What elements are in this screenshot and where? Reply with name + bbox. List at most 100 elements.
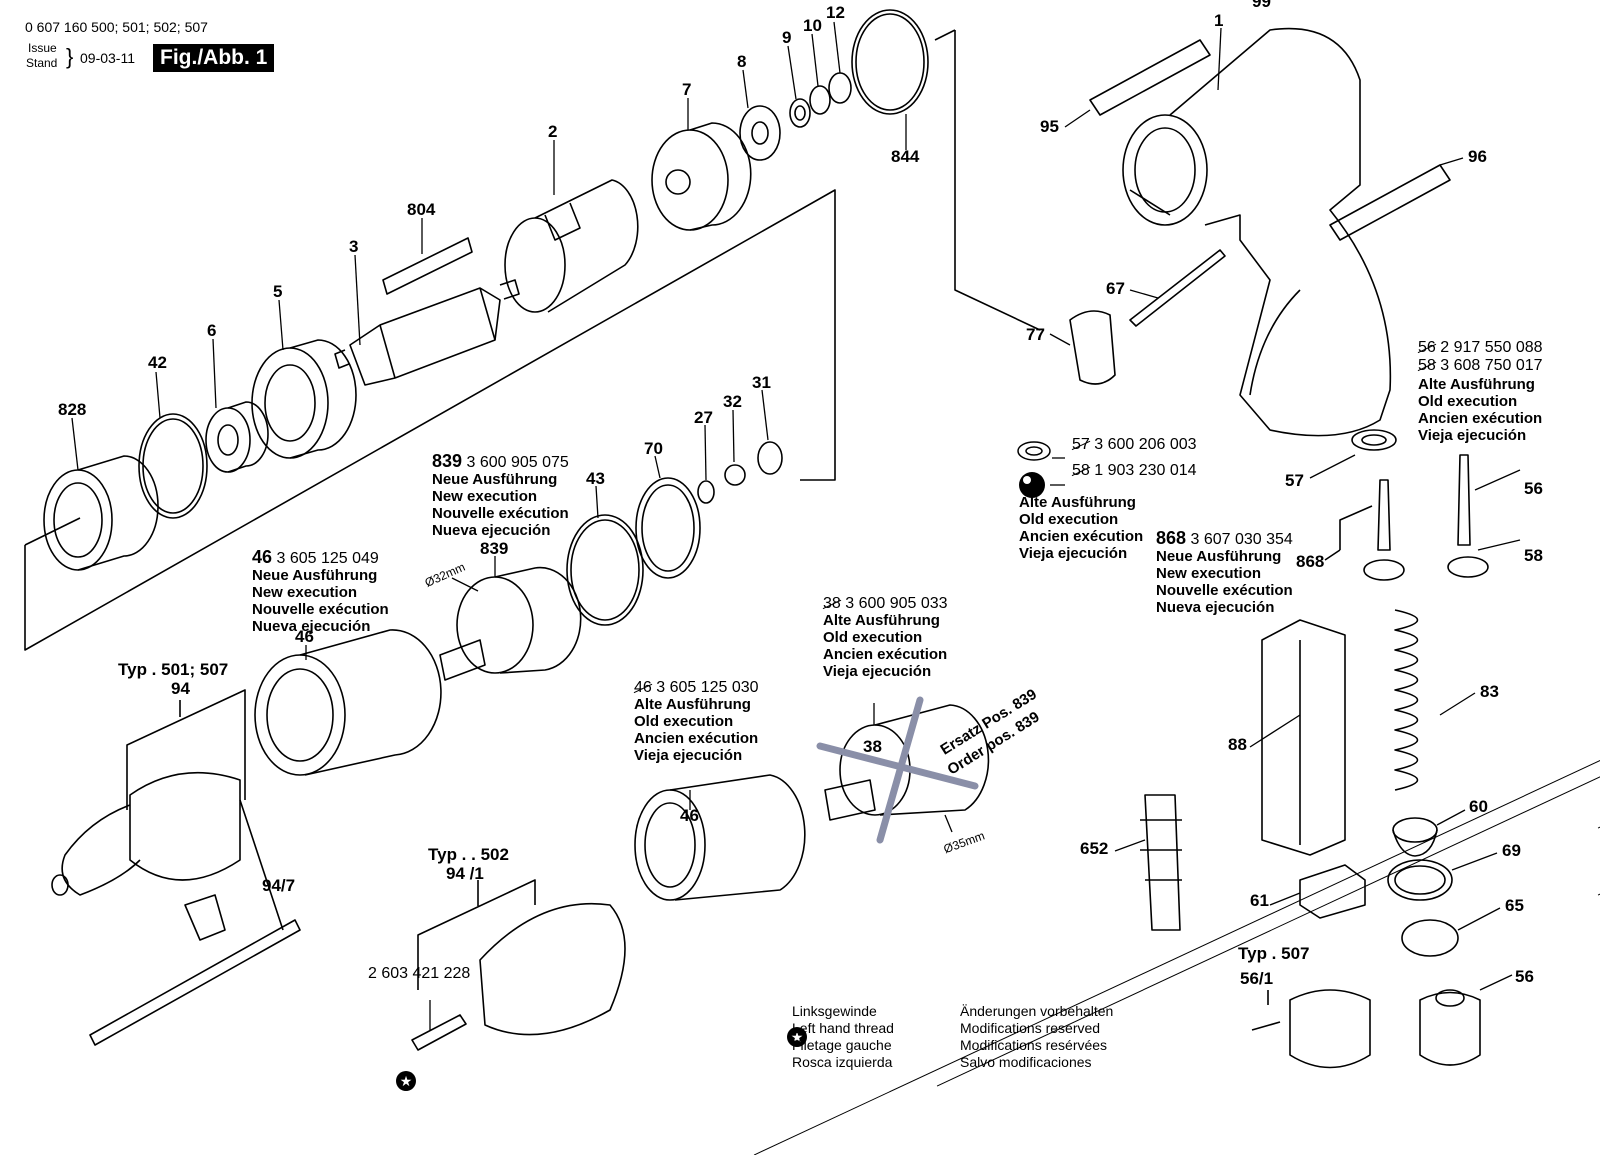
callout-57-58-line: Old execution: [1019, 511, 1119, 528]
part-57: 57: [1285, 471, 1304, 490]
part-828-ring-gear: [43, 455, 159, 571]
part-42-oring: [138, 413, 208, 519]
part-839: 839: [480, 539, 509, 558]
callout-46-old-line: Ancien exécution: [634, 730, 759, 747]
callout-38-line: Old execution: [823, 629, 923, 646]
callout-46-old-line: Alte Ausführung: [634, 696, 751, 713]
part-844: 844: [891, 147, 920, 166]
part-5: 5: [273, 282, 283, 301]
callout-57-58-line: Ancien exécution: [1019, 528, 1144, 545]
part-56: 56: [1515, 967, 1534, 986]
stand-label: Stand: [26, 56, 58, 70]
part-43: 43: [586, 469, 605, 488]
part-652: 652: [1080, 839, 1109, 858]
callout-46-old-line: Vieja ejecución: [634, 747, 743, 764]
part-27: 27: [694, 408, 713, 427]
issue-brace: }: [66, 44, 74, 69]
callout-56-58-line: Ancien exécution: [1418, 410, 1543, 427]
part-94-7: 94/7: [262, 876, 296, 895]
part-95: 95: [1040, 117, 1059, 136]
callout-58-code: 1 903 230 014: [1094, 462, 1197, 479]
part-42: 42: [148, 353, 167, 372]
part-94-1: 94 /1: [446, 864, 484, 883]
part-1: 1: [1214, 11, 1224, 30]
callout-56-58-old: Alte Ausführung Old execution Ancien exé…: [1418, 376, 1542, 444]
part-8: 8: [737, 52, 747, 71]
part-46: 46: [295, 627, 314, 646]
left-thread-note: Linksgewinde Left hand thread Filetage g…: [792, 1003, 894, 1071]
part-2: 2: [548, 122, 558, 141]
part-83: 83: [1480, 682, 1499, 701]
callout-56-58-line: Old execution: [1418, 393, 1518, 410]
callout-839-line: Neue Ausführung: [432, 471, 558, 488]
callout-46-code: 3 605 125 049: [276, 550, 379, 567]
callout-57-num: 57: [1072, 436, 1090, 453]
callout-56-58-line: Alte Ausführung: [1418, 376, 1535, 393]
left-thread-line: Linksgewinde: [792, 1003, 877, 1019]
typ-501-507-label: Typ . 501; 507: [118, 660, 229, 679]
left-thread-line: Left hand thread: [792, 1020, 894, 1036]
callout-38-num: 38: [823, 595, 841, 612]
modifications-line: Modifications reserved: [960, 1020, 1101, 1036]
issue-label: Issue: [28, 41, 57, 55]
callout-839-line: Nouvelle exécution: [432, 505, 569, 522]
callout-46-line: New execution: [252, 584, 358, 601]
callout-868-line: New execution: [1156, 565, 1262, 582]
callout-46-old-code: 3 605 125 030: [656, 679, 759, 696]
screw-part-code: 2 603 421 228: [368, 965, 471, 982]
part-67: 67: [1106, 279, 1125, 298]
callout-839-code: 3 600 905 075: [466, 454, 569, 471]
part-868: 868: [1296, 552, 1325, 571]
exploded-parts-diagram: ★ ★ 0 607 160 500; 501; 502; 507 Issue S…: [0, 0, 1600, 1107]
callout-58-num: 58: [1072, 462, 1090, 479]
modifications-line: Änderungen vorbehalten: [960, 1003, 1114, 1019]
part-31: 31: [752, 373, 771, 392]
figure-label: Fig./Abb. 1: [153, 44, 275, 72]
svg-text:★: ★: [791, 1030, 804, 1046]
drawing-lines: ★ ★: [24, 9, 1521, 1091]
callout-46: 46 3 605 125 049 Neue Ausführung New exe…: [252, 548, 389, 635]
typ-502-label: Typ . . 502: [428, 845, 509, 864]
svg-text:★: ★: [400, 1074, 413, 1090]
part-1-housing: [1122, 27, 1392, 437]
callout-46-line: Nouvelle exécution: [252, 601, 389, 618]
part-96: 96: [1468, 147, 1487, 166]
callout-46-old-num: 46: [634, 679, 652, 696]
part-828: 828: [58, 400, 87, 419]
callout-56-top-code: 2 917 550 088: [1440, 339, 1543, 356]
part-99: 99: [1252, 0, 1271, 11]
part-38-old: 38: [863, 738, 1600, 755]
callout-839-line: Nueva ejecución: [432, 522, 551, 539]
part-56-old: 56: [1524, 480, 1600, 497]
part-69: 69: [1502, 841, 1521, 860]
callout-868-num: 868: [1156, 528, 1187, 548]
part-77: 77: [1026, 325, 1045, 344]
callout-46-num: 46: [252, 547, 273, 567]
callout-38-line: Vieja ejecución: [823, 663, 932, 680]
callout-868-line: Nueva ejecución: [1156, 599, 1275, 616]
washer-icon: [1017, 441, 1051, 461]
callout-38: 38 3 600 905 033 Alte Ausführung Old exe…: [823, 595, 948, 681]
part-9: 9: [782, 28, 792, 47]
bullet-ball-icon: [1019, 472, 1045, 498]
callout-46-line: Nueva ejecución: [252, 618, 371, 635]
model-numbers: 0 607 160 500; 501; 502; 507: [25, 19, 208, 35]
part-56-1: 56/1: [1240, 969, 1274, 988]
typ-507-label: Typ . 507: [1238, 944, 1310, 963]
callout-46-old-line: Old execution: [634, 713, 734, 730]
part-6: 6: [207, 321, 217, 340]
star-circle-icon: ★: [396, 1071, 416, 1091]
callout-38-line: Ancien exécution: [823, 646, 948, 663]
left-thread-line: Rosca izquierda: [792, 1054, 893, 1070]
modifications-note: Änderungen vorbehalten Modifications res…: [960, 1003, 1113, 1071]
part-12: 12: [826, 3, 845, 22]
callout-868-code: 3 607 030 354: [1190, 531, 1293, 548]
callout-56-58-line: Vieja ejecución: [1418, 427, 1527, 444]
callout-839: 839 3 600 905 075 Neue Ausführung New ex…: [432, 452, 569, 539]
part-46-old: 46: [680, 807, 1600, 824]
part-32: 32: [723, 392, 742, 411]
callout-839-line: New execution: [432, 488, 538, 505]
modifications-line: Salvo modificaciones: [960, 1054, 1092, 1070]
callout-58-top-num: 58: [1418, 357, 1436, 374]
callout-38-line: Alte Ausführung: [823, 612, 940, 629]
